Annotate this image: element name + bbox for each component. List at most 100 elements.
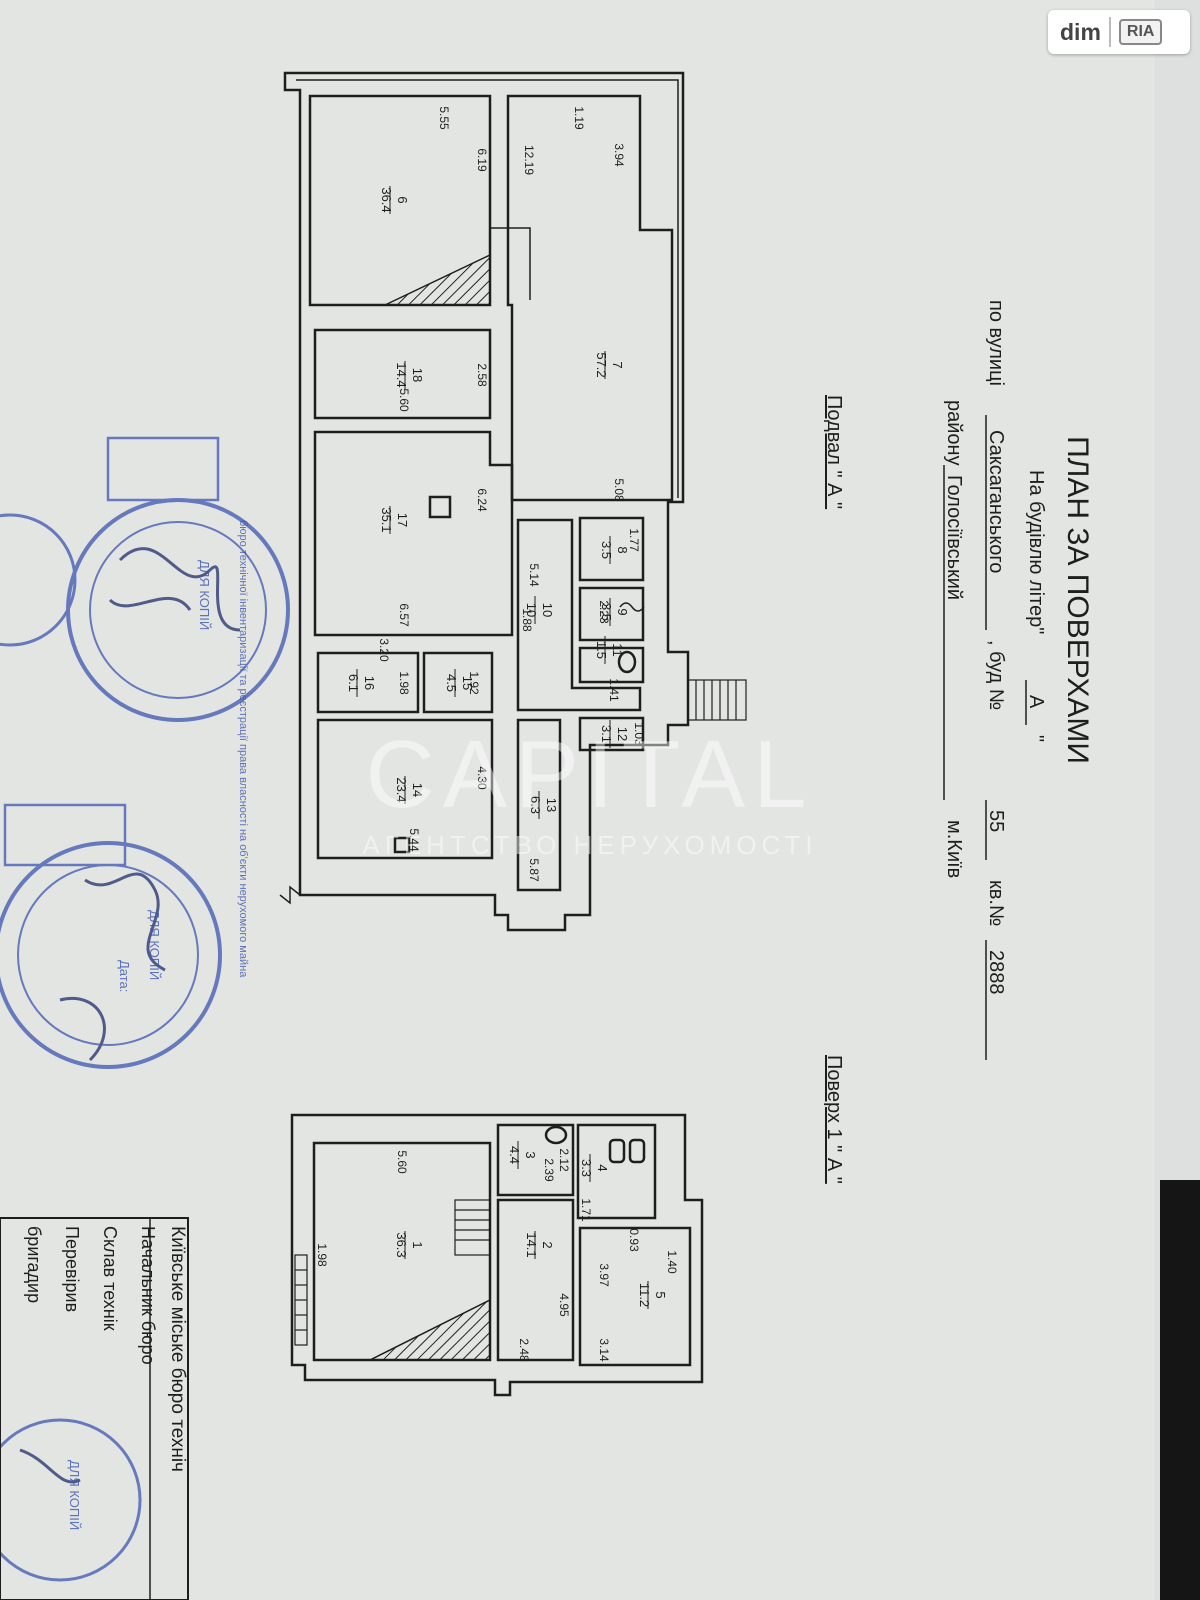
stamp-bti-round bbox=[66, 498, 290, 722]
dimension-label: 3.94 bbox=[612, 143, 626, 167]
house-number: 55 bbox=[985, 810, 1007, 832]
dimension-label: 2.39 bbox=[542, 1158, 556, 1182]
room-number: 15 bbox=[460, 676, 475, 690]
dimria-badge[interactable]: dim RIA bbox=[1048, 10, 1190, 54]
dimension-label: 3.97 bbox=[597, 1263, 611, 1287]
badge-site: dim bbox=[1060, 18, 1101, 45]
room-area: 4.5 bbox=[444, 674, 459, 692]
dimension-label: 1.92 bbox=[467, 671, 481, 695]
column-fixture bbox=[428, 495, 452, 519]
room-number: 8 bbox=[615, 546, 630, 553]
room-area: 11.2 bbox=[637, 1283, 652, 1307]
room-12-outline bbox=[578, 716, 645, 752]
stamp-rect-2 bbox=[3, 803, 127, 867]
dimension-label: 1.98 bbox=[315, 1243, 329, 1267]
dimension-label: 5.55 bbox=[437, 106, 451, 130]
badge-divider bbox=[1108, 17, 1111, 47]
room-number: 17 bbox=[395, 513, 410, 527]
room-4-outline bbox=[576, 1123, 657, 1220]
dimension-label: 5.60 bbox=[397, 388, 411, 412]
district-name: Голосіївський bbox=[943, 475, 965, 600]
stamp-rect-1 bbox=[106, 436, 220, 502]
stamps bbox=[0, 436, 290, 1582]
stamp-table-title: Київське міське бюро техніч bbox=[167, 1226, 188, 1472]
room-number: 7 bbox=[610, 361, 625, 368]
dimension-label: 1.19 bbox=[572, 106, 586, 130]
dimension-label: 6.24 bbox=[475, 488, 489, 512]
room-10-outline bbox=[516, 518, 642, 712]
room-number: 3 bbox=[523, 1151, 538, 1158]
room-number: 12 bbox=[615, 727, 630, 741]
room-area: 3.3 bbox=[579, 1159, 594, 1177]
svg-text:": " bbox=[1025, 735, 1047, 742]
dimension-label: 1.98 bbox=[397, 671, 411, 695]
apt-number: 2888 bbox=[985, 950, 1007, 995]
stamp-partial-bottom bbox=[0, 1418, 142, 1582]
dimension-label: 1.03 bbox=[632, 722, 646, 746]
stamp-text-2: ДЛЯ КОПІЙ bbox=[197, 560, 212, 630]
room-area: 35.1 bbox=[379, 507, 394, 532]
room-area: 14.1 bbox=[524, 1232, 539, 1257]
sink-fixture bbox=[619, 602, 645, 612]
room-number: 2 bbox=[540, 1241, 555, 1248]
room-16-outline bbox=[316, 651, 420, 714]
room-2-outline bbox=[496, 1198, 575, 1362]
floor1-stair-3 bbox=[294, 1254, 308, 1346]
signature-2 bbox=[59, 872, 166, 1062]
dimension-label: 4.95 bbox=[557, 1293, 571, 1317]
toilet-fixture-f1 bbox=[544, 1125, 568, 1145]
room-17-outline bbox=[313, 430, 514, 637]
dimension-label: 5.08 bbox=[612, 478, 626, 502]
dimension-label: 4.30 bbox=[475, 766, 489, 790]
vent-fixture bbox=[393, 836, 411, 854]
room-number: 5 bbox=[653, 1291, 668, 1298]
room-15-outline bbox=[422, 651, 494, 714]
room-area: 57.2 bbox=[594, 352, 609, 377]
basement-stair-2 bbox=[687, 679, 747, 721]
room-11-outline bbox=[578, 646, 645, 684]
dimension-label: 3.14 bbox=[597, 1338, 611, 1362]
room-area: 6.1 bbox=[346, 674, 361, 692]
urinal-fixture bbox=[628, 1138, 646, 1164]
toilet-fixture bbox=[617, 650, 637, 674]
stamp-table: Київське міське бюро техніч Начальник бю… bbox=[0, 1217, 189, 1600]
room-number: 10 bbox=[540, 603, 555, 617]
dimension-label: 2.23 bbox=[597, 600, 611, 624]
room-area: 1.5 bbox=[594, 641, 609, 659]
basement-stair-1 bbox=[384, 253, 491, 306]
room-13-outline bbox=[516, 718, 562, 892]
room-area: 3.1 bbox=[599, 725, 614, 743]
dimension-label: 1.41 bbox=[607, 678, 621, 702]
room-number: 13 bbox=[544, 798, 559, 812]
dimension-label: 1.71 bbox=[579, 1198, 593, 1222]
city-name: м.Київ bbox=[943, 820, 965, 878]
floor1-label: Поверх 1 " А " bbox=[823, 1055, 845, 1184]
stamp-text-1: бюро технічної інвентаризації та реєстра… bbox=[237, 520, 249, 978]
document-title: ПЛАН ЗА ПОВЕРХАМИ bbox=[1061, 436, 1094, 764]
room-area: 6.3 bbox=[528, 796, 543, 814]
stamp-text-5: ДЛЯ КОПІЙ bbox=[67, 1460, 82, 1530]
stamp-row-checked: Перевірив bbox=[62, 1226, 82, 1312]
floor1-plan bbox=[290, 1113, 704, 1397]
room-5-outline bbox=[578, 1226, 692, 1367]
room-number: 16 bbox=[362, 676, 377, 690]
dimension-label: 5.14 bbox=[527, 563, 541, 587]
room-area: 3.5 bbox=[599, 541, 614, 559]
stamp-partial-left bbox=[0, 513, 77, 647]
room-number: 18 bbox=[410, 368, 425, 382]
room-area: 36.3 bbox=[394, 1232, 409, 1257]
house-label: , буд № bbox=[985, 640, 1007, 710]
stamp-row-head: Начальник бюро bbox=[138, 1226, 158, 1365]
urinal-fixture bbox=[608, 1138, 626, 1164]
room-number: 11 bbox=[610, 643, 625, 657]
stamp-text-3: ДЛЯ КОПІЙ bbox=[147, 910, 162, 980]
room-number: 14 bbox=[410, 783, 425, 797]
street-name: Саксаганського bbox=[985, 430, 1007, 573]
signature-3 bbox=[19, 1448, 81, 1484]
apt-label: кв.№ bbox=[985, 880, 1007, 926]
room-7-outline bbox=[506, 94, 674, 502]
room-area: 36.4 bbox=[379, 187, 394, 212]
floor1-outer-wall bbox=[290, 1113, 704, 1397]
